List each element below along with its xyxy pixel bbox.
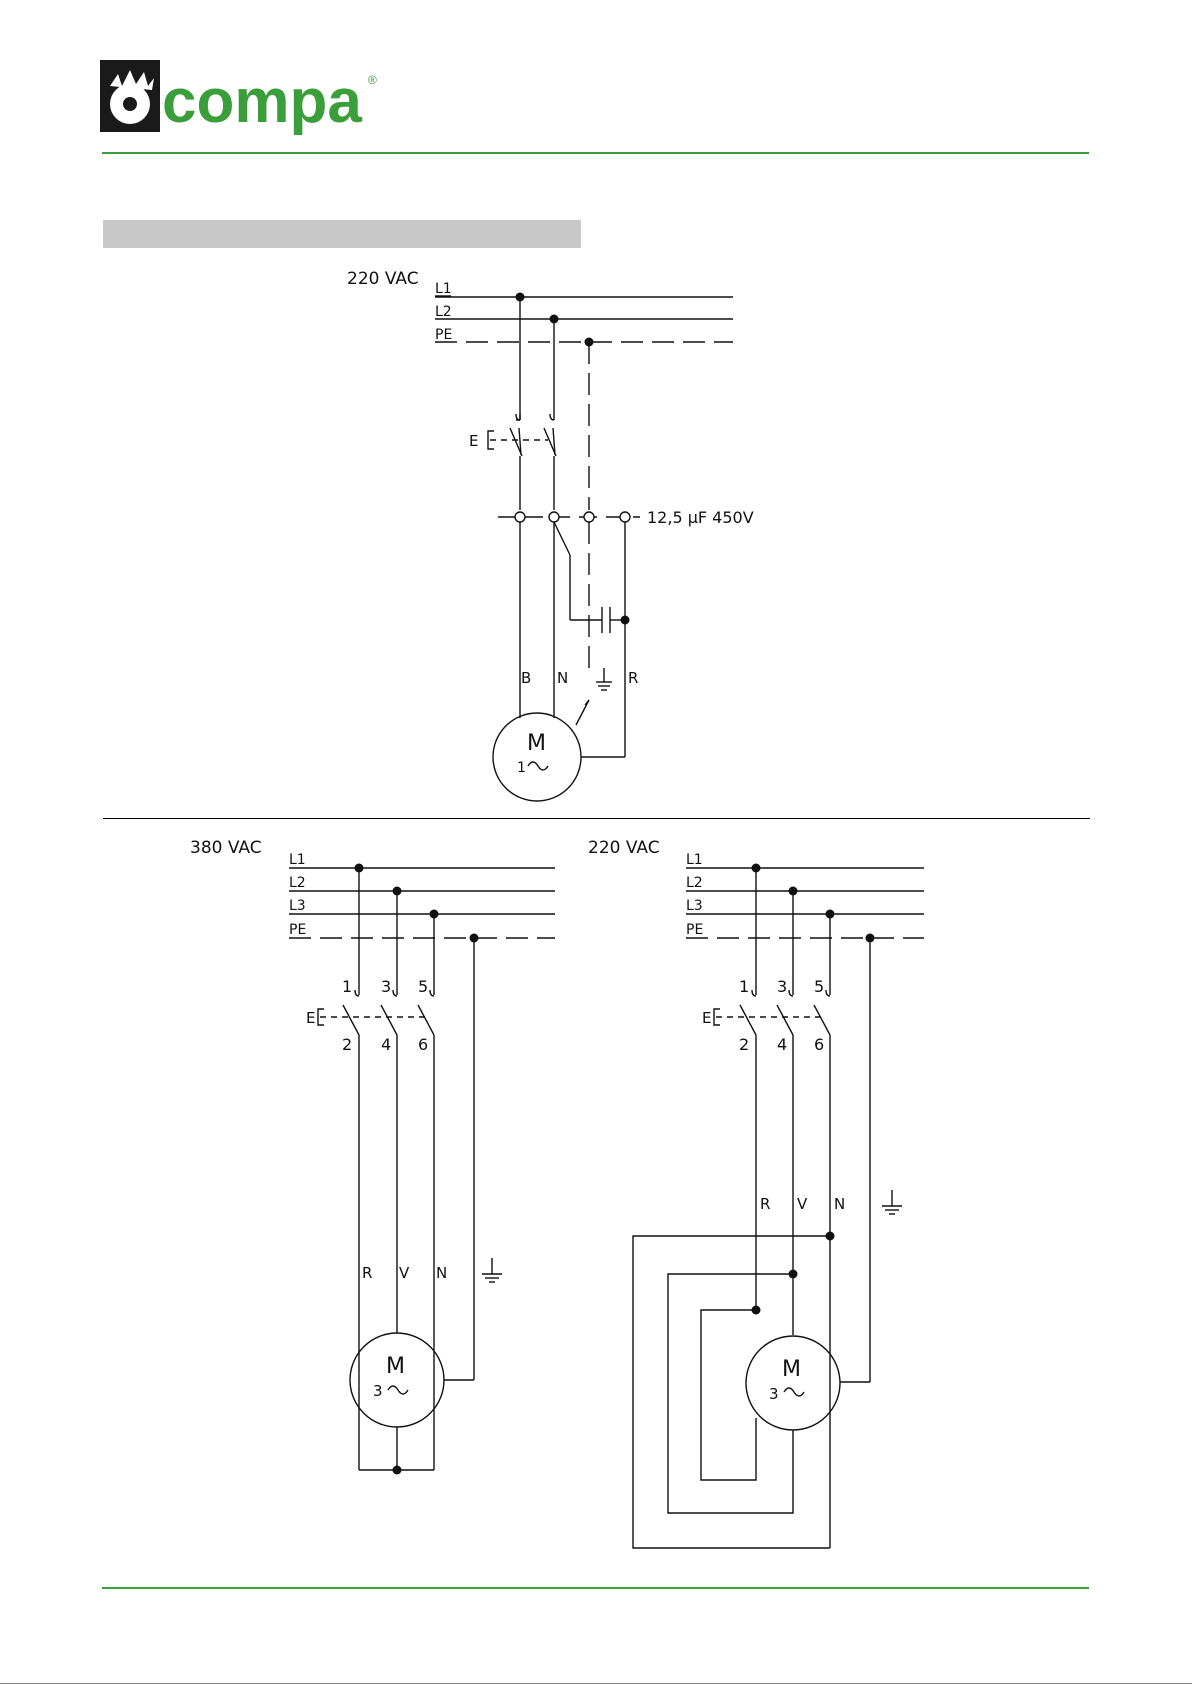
switch-label: E	[702, 1009, 711, 1027]
terminal-5: 5	[814, 977, 824, 996]
terminal-4: 4	[777, 1035, 787, 1054]
supply-label-220: 220 VAC	[588, 838, 660, 858]
terminal-6: 6	[814, 1035, 824, 1054]
wire-label-r: R	[760, 1195, 770, 1213]
motor-label: M	[782, 1357, 801, 1382]
three-phase-220-diagram: 220 VAC L1 L2 L3 PE 1 3 5 E 2 4 6 R V N …	[0, 0, 1192, 1600]
page-bottom-edge	[0, 1683, 1192, 1684]
wire-label-n: N	[834, 1195, 845, 1213]
line-label-pe: PE	[686, 922, 703, 938]
line-label-l3: L3	[686, 898, 703, 914]
motor-phase-label: 3	[769, 1385, 779, 1403]
terminal-3: 3	[777, 977, 787, 996]
terminal-1: 1	[739, 977, 749, 996]
line-label-l1: L1	[686, 852, 703, 868]
terminal-2: 2	[739, 1035, 749, 1054]
line-label-l2: L2	[686, 875, 703, 891]
wire-label-v: V	[797, 1195, 808, 1213]
footer-rule	[102, 1587, 1089, 1589]
